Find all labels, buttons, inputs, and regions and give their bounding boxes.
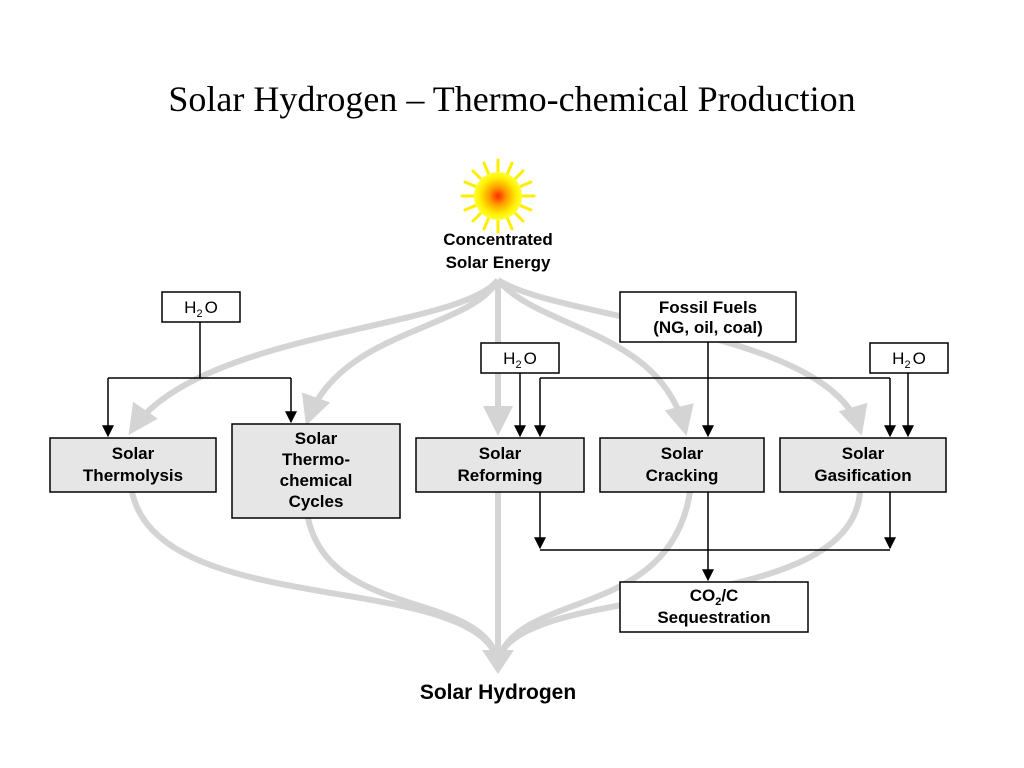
slide-title: Solar Hydrogen – Thermo-chemical Product… (168, 79, 856, 119)
water-mid-o: O (524, 349, 537, 368)
co2-sequestration: CO2/C Sequestration (619, 581, 809, 633)
thermolysis-line-2: Thermolysis (83, 466, 183, 485)
thermolysis-line-1: Solar (112, 444, 155, 463)
thermochemical-line-4: Cycles (289, 492, 344, 511)
sequestration-line-2: Sequestration (657, 608, 770, 627)
svg-text:H2O: H2O (184, 298, 218, 320)
svg-text:H2O: H2O (892, 349, 926, 371)
water-right-h: H (892, 349, 904, 368)
gasification-line-2: Gasification (814, 466, 911, 485)
output-label: Solar Hydrogen (420, 681, 576, 704)
water-mid-h: H (503, 349, 515, 368)
sequestration-c: /C (721, 586, 738, 605)
cracking-line-1: Solar (661, 444, 704, 463)
sequestration-connectors (534, 492, 896, 582)
svg-text:H2O: H2O (503, 349, 537, 371)
thermochemical-line-2: Thermo- (282, 450, 350, 469)
gasification-line-1: Solar (842, 444, 885, 463)
sequestration-sub: 2 (715, 596, 721, 608)
reforming-line-1: Solar (479, 444, 522, 463)
water-left-h: H (184, 298, 196, 317)
source-label: Concentrated Solar Energy (443, 230, 553, 272)
reforming-line-2: Reforming (458, 466, 543, 485)
thermochemical-line-1: Solar (295, 429, 338, 448)
process-thermochemical-cycles: Solar Thermo- chemical Cycles (231, 423, 401, 519)
source-line-1: Concentrated (443, 230, 553, 249)
input-connectors (102, 322, 914, 438)
water-left-sub: 2 (196, 308, 202, 320)
fossil-fuels-input: Fossil Fuels (NG, oil, coal) (619, 291, 797, 343)
sun-icon (460, 158, 536, 234)
sequestration-co: CO (690, 586, 716, 605)
process-cracking: Solar Cracking (599, 437, 765, 493)
fossil-line-1: Fossil Fuels (659, 298, 757, 317)
water-left-o: O (205, 298, 218, 317)
process-gasification: Solar Gasification (779, 437, 947, 493)
cracking-line-2: Cracking (646, 466, 719, 485)
fossil-line-2: (NG, oil, coal) (653, 318, 763, 337)
water-mid-sub: 2 (515, 359, 521, 371)
source-line-2: Solar Energy (446, 253, 551, 272)
svg-text:CO2/C: CO2/C (690, 586, 739, 608)
process-thermolysis: Solar Thermolysis (49, 437, 217, 493)
water-right-sub: 2 (904, 359, 910, 371)
process-reforming: Solar Reforming (415, 437, 585, 493)
water-right-o: O (913, 349, 926, 368)
thermochemical-line-3: chemical (280, 471, 353, 490)
